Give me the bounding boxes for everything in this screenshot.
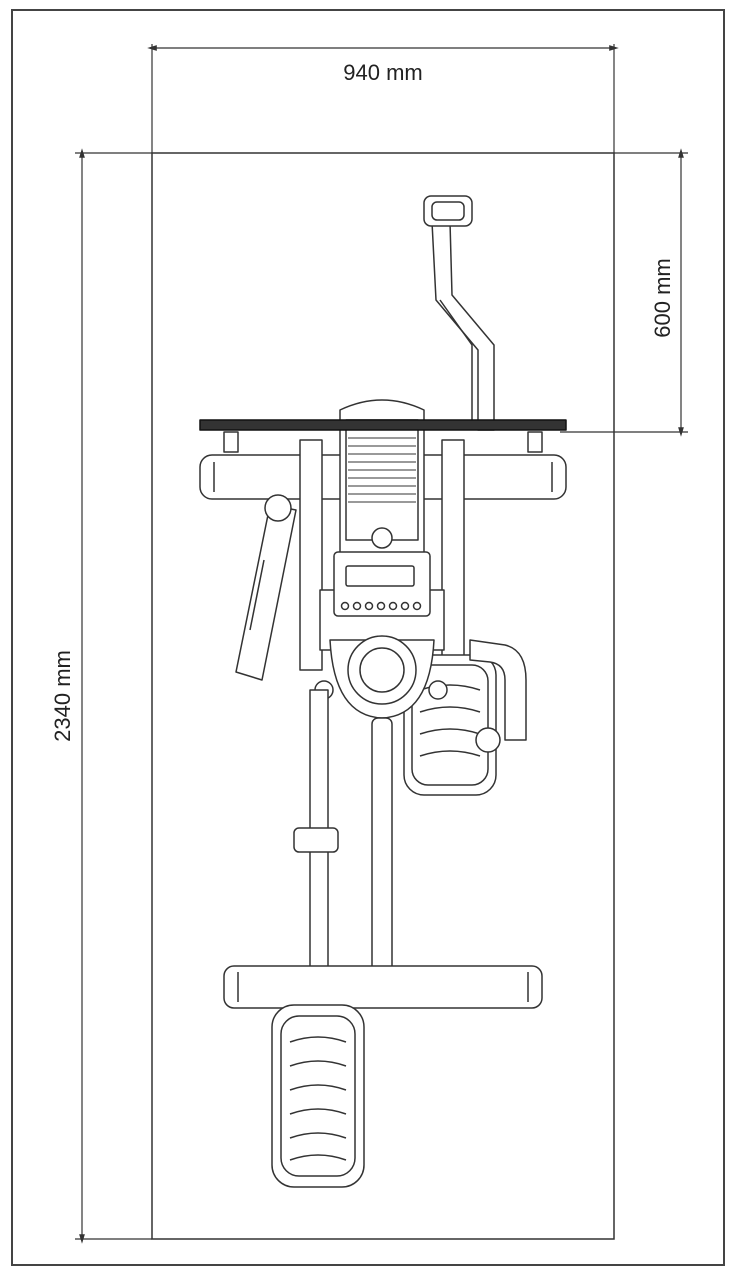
upright-arm bbox=[423, 195, 495, 431]
right-pedal bbox=[403, 654, 497, 796]
elliptical-trainer-drawing bbox=[199, 195, 567, 1188]
handle-offset-dimension bbox=[560, 148, 688, 437]
length-label: 2340 mm bbox=[50, 650, 75, 742]
console bbox=[333, 551, 431, 617]
length-dimension bbox=[75, 148, 152, 1244]
width-label: 940 mm bbox=[343, 60, 422, 85]
footprint-rectangle bbox=[151, 152, 615, 1240]
left-rail bbox=[293, 689, 339, 1011]
left-pedal bbox=[271, 1004, 365, 1188]
width-dimension bbox=[147, 44, 619, 153]
front-stabilizer bbox=[223, 965, 543, 1009]
right-rail bbox=[371, 717, 393, 1005]
top-plate bbox=[199, 419, 567, 431]
handle-offset-label: 600 mm bbox=[650, 258, 675, 337]
outer-border bbox=[11, 9, 725, 1266]
right-handle-curve bbox=[469, 639, 527, 753]
left-handlebar bbox=[235, 494, 297, 681]
levelers bbox=[223, 431, 543, 453]
